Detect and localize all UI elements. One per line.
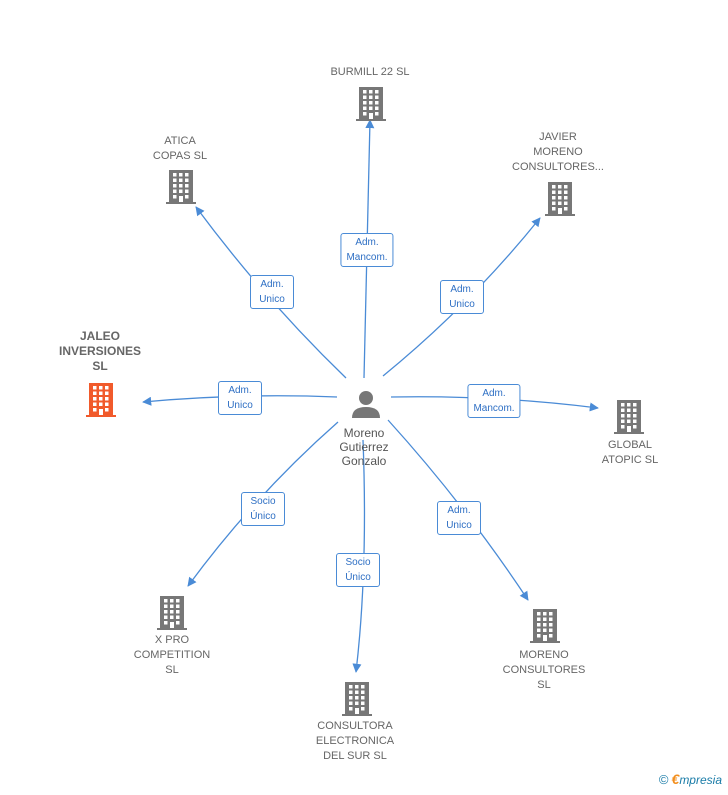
building-icon[interactable] <box>157 596 187 630</box>
building-icon[interactable] <box>356 87 386 121</box>
relation-badge-atica: Adm. Unico <box>250 275 294 309</box>
relation-badge-javier: Adm. Unico <box>440 280 484 314</box>
company-label-burmill[interactable]: BURMILL 22 SL <box>330 66 410 78</box>
relation-badge-global: Adm. Mancom. <box>467 384 521 418</box>
company-label-jaleo[interactable]: JALEO INVERSIONES SL <box>58 329 142 373</box>
building-icon[interactable] <box>166 170 196 204</box>
building-icon[interactable] <box>530 609 560 643</box>
building-icon[interactable] <box>86 383 116 417</box>
brand-logo: ©€mpresia <box>659 771 722 787</box>
relation-badge-burmill: Adm. Mancom. <box>340 233 394 267</box>
brand-logo-text: mpresia <box>679 773 722 787</box>
relation-badge-xpro: Socio Único <box>241 492 285 526</box>
building-icon[interactable] <box>342 682 372 716</box>
company-label-moreno[interactable]: MORENO CONSULTORES SL <box>502 649 586 691</box>
relation-badge-moreno: Adm. Unico <box>437 501 481 535</box>
company-label-javier[interactable]: JAVIER MORENO CONSULTORES... <box>512 131 604 173</box>
copyright-symbol: © <box>658 772 669 787</box>
company-label-global[interactable]: GLOBAL ATOPIC SL <box>601 439 659 466</box>
brand-logo-e: € <box>671 771 680 787</box>
center-person-name[interactable]: Moreno Gutierrez Gonzalo <box>339 426 389 468</box>
company-label-consultora[interactable]: CONSULTORA ELECTRONICA DEL SUR SL <box>315 720 395 762</box>
company-label-atica[interactable]: ATICA COPAS SL <box>152 135 208 162</box>
relation-badge-jaleo: Adm. Unico <box>218 381 262 415</box>
company-label-xpro[interactable]: X PRO COMPETITION SL <box>133 634 211 676</box>
relation-badge-consultora: Socio Único <box>336 553 380 587</box>
person-icon <box>352 391 380 418</box>
building-icon[interactable] <box>614 400 644 434</box>
building-icon[interactable] <box>545 182 575 216</box>
